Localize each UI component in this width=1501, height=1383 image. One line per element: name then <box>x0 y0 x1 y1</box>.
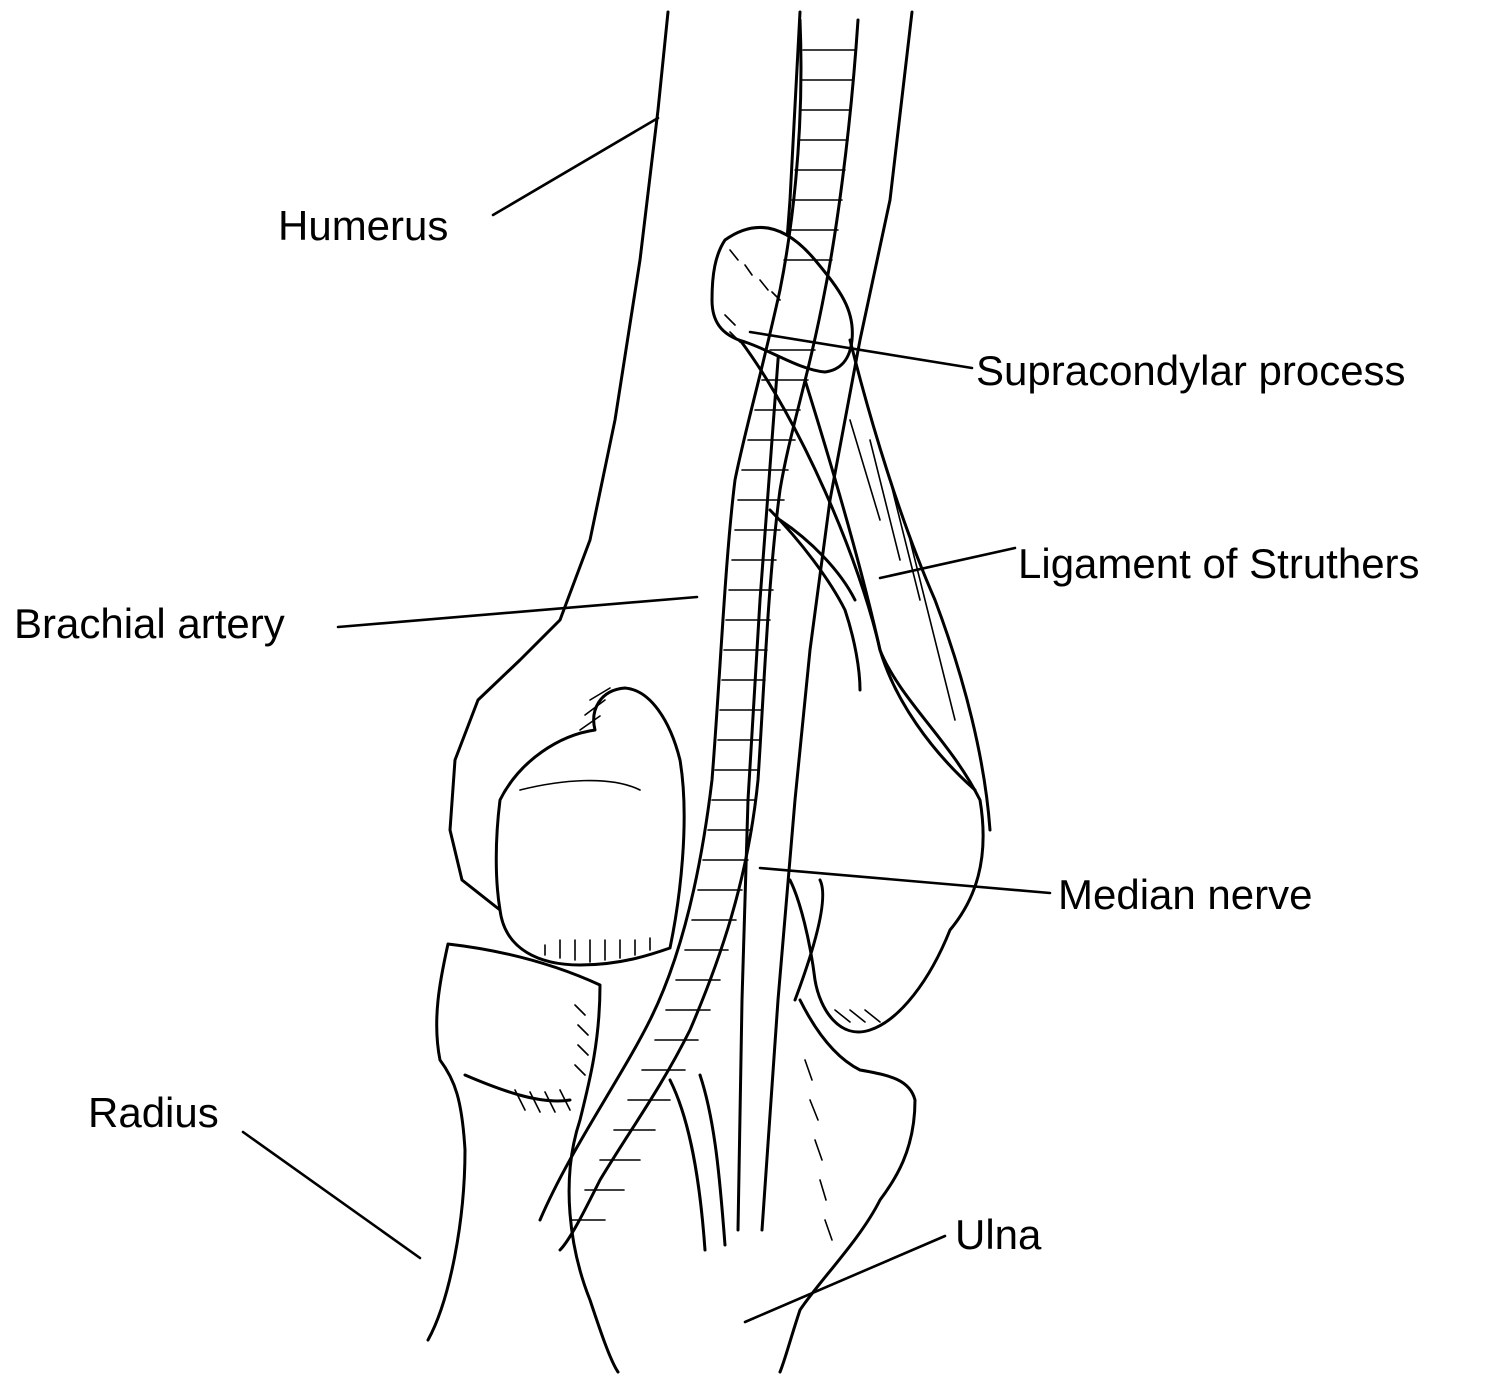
ulna-hatch <box>805 1010 880 1240</box>
artery-branch <box>770 510 860 690</box>
label-median-nerve: Median nerve <box>1058 874 1312 916</box>
humerus-leader <box>493 118 658 215</box>
median-nerve-right <box>762 12 912 1230</box>
trochlea-shading <box>520 781 650 962</box>
ligament-leader <box>880 548 1015 578</box>
label-ulna: Ulna <box>955 1214 1041 1256</box>
label-humerus: Humerus <box>278 205 448 247</box>
brachial-leader <box>338 597 697 627</box>
ulna-outline <box>780 1000 915 1372</box>
trochlea <box>496 688 684 965</box>
radius-leader <box>243 1132 420 1258</box>
ligament-fibers <box>850 420 955 720</box>
ulna-leader <box>745 1236 945 1322</box>
radius-neck <box>465 1075 570 1101</box>
radius-outline <box>428 944 618 1372</box>
ligament-of-struthers <box>805 340 990 830</box>
label-radius: Radius <box>88 1092 219 1134</box>
median-leader <box>760 868 1050 893</box>
humerus-outline <box>450 12 668 910</box>
brachial-artery-outline <box>540 20 858 1250</box>
label-brachial-artery: Brachial artery <box>14 603 285 645</box>
label-ligament-of-struthers: Ligament of Struthers <box>1018 543 1420 585</box>
artery-branch-lower <box>670 1075 725 1250</box>
label-supracondylar-process: Supracondylar process <box>976 350 1406 392</box>
